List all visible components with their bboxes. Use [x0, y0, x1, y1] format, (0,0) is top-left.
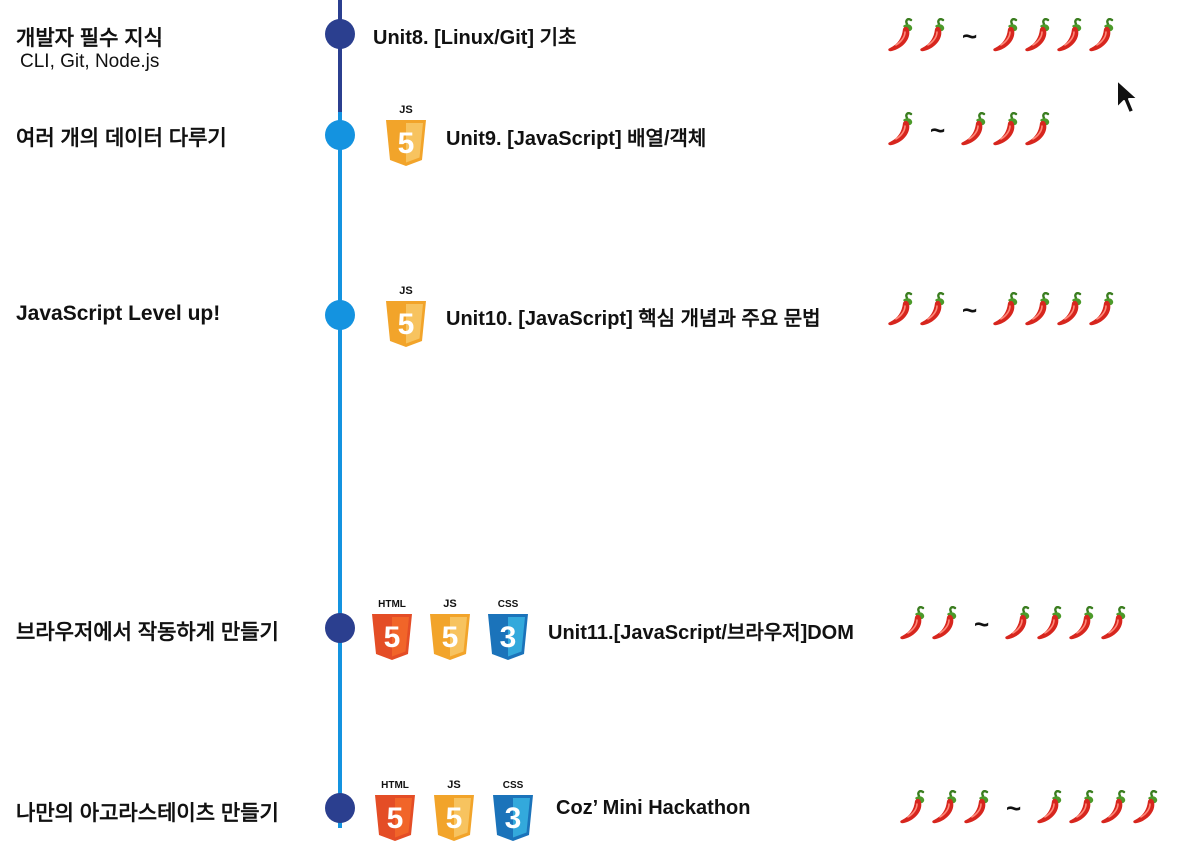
mouse-cursor-icon [1116, 79, 1139, 114]
difficulty-rating: ~ [898, 788, 1163, 828]
chili-pepper-icon [886, 112, 916, 148]
timeline-dot [325, 613, 355, 643]
category-label: 나만의 아고라스테이츠 만들기 [16, 802, 279, 825]
timeline-dot [325, 300, 355, 330]
chili-pepper-icon [991, 292, 1021, 328]
timeline-dot [325, 19, 355, 49]
chili-pepper-icon [991, 112, 1021, 148]
rating-separator: ~ [930, 115, 946, 145]
chili-pepper-icon [1035, 790, 1065, 826]
category-label: 여러 개의 데이터 다루기 [16, 127, 227, 150]
chili-pepper-icon [1067, 790, 1097, 826]
html5-icon [371, 775, 419, 843]
chili-pepper-icon [918, 18, 948, 54]
chili-pepper-icon [1003, 606, 1033, 642]
chili-pepper-icon [1035, 606, 1065, 642]
category-label: 브라우저에서 작동하게 만들기 [16, 621, 279, 644]
difficulty-rating: ~ [886, 16, 1119, 56]
chili-pepper-icon [930, 790, 960, 826]
category-label: JavaScript Level up! [16, 302, 221, 325]
rating-separator: ~ [1006, 793, 1022, 823]
difficulty-rating: ~ [898, 604, 1131, 644]
rating-separator: ~ [974, 609, 990, 639]
chili-pepper-icon [886, 18, 916, 54]
unit-title: Unit11.[JavaScript/브라우저]DOM [548, 622, 854, 644]
chili-pepper-icon [991, 18, 1021, 54]
chili-pepper-icon [930, 606, 960, 642]
chili-pepper-icon [1023, 18, 1053, 54]
unit-title: Unit10. [JavaScript] 핵심 개념과 주요 문법 [446, 308, 821, 330]
rating-separator: ~ [962, 21, 978, 51]
chili-pepper-icon [918, 292, 948, 328]
chili-pepper-icon [1087, 292, 1117, 328]
chili-pepper-icon [886, 292, 916, 328]
chili-pepper-icon [1099, 606, 1129, 642]
difficulty-rating: ~ [886, 110, 1055, 150]
chili-pepper-icon [1055, 18, 1085, 54]
chili-pepper-icon [959, 112, 989, 148]
unit-title: Coz’ Mini Hackathon [556, 797, 751, 819]
javascript-icon [382, 281, 430, 349]
chili-pepper-icon [1023, 292, 1053, 328]
chili-pepper-icon [1067, 606, 1097, 642]
timeline-dot [325, 120, 355, 150]
chili-pepper-icon [1131, 790, 1161, 826]
chili-pepper-icon [898, 790, 928, 826]
css3-icon [489, 775, 537, 843]
chili-pepper-icon [1055, 292, 1085, 328]
javascript-icon [426, 594, 474, 662]
html5-icon [368, 594, 416, 662]
chili-pepper-icon [1087, 18, 1117, 54]
unit-title: Unit9. [JavaScript] 배열/객체 [446, 128, 707, 150]
rating-separator: ~ [962, 295, 978, 325]
unit-title: Unit8. [Linux/Git] 기초 [373, 27, 577, 49]
timeline-line-top [338, 0, 342, 112]
javascript-icon [430, 775, 478, 843]
timeline-dot [325, 793, 355, 823]
chili-pepper-icon [898, 606, 928, 642]
chili-pepper-icon [1099, 790, 1129, 826]
css3-icon [484, 594, 532, 662]
javascript-icon [382, 100, 430, 168]
category-label: 개발자 필수 지식 [16, 27, 163, 50]
chili-pepper-icon [962, 790, 992, 826]
difficulty-rating: ~ [886, 290, 1119, 330]
timeline-line-main [338, 112, 342, 828]
category-subtitle: CLI, Git, Node.js [20, 51, 160, 72]
chili-pepper-icon [1023, 112, 1053, 148]
